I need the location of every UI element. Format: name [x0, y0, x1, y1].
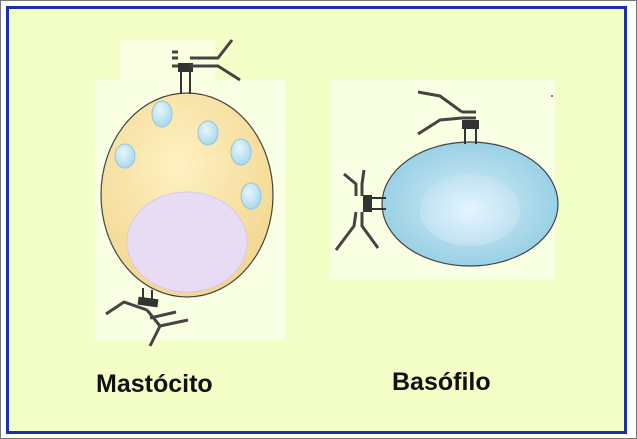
- granule: [152, 101, 172, 127]
- granule: [241, 183, 261, 209]
- mastocyte-label: Mastócito: [96, 370, 213, 399]
- basophil-nucleus: [420, 174, 520, 246]
- granule: [115, 144, 135, 168]
- basophil-label: Basófilo: [392, 368, 491, 397]
- mastocyte-nucleus: [127, 192, 247, 292]
- granule: [231, 139, 251, 165]
- granule: [198, 121, 218, 145]
- speck: [551, 95, 553, 97]
